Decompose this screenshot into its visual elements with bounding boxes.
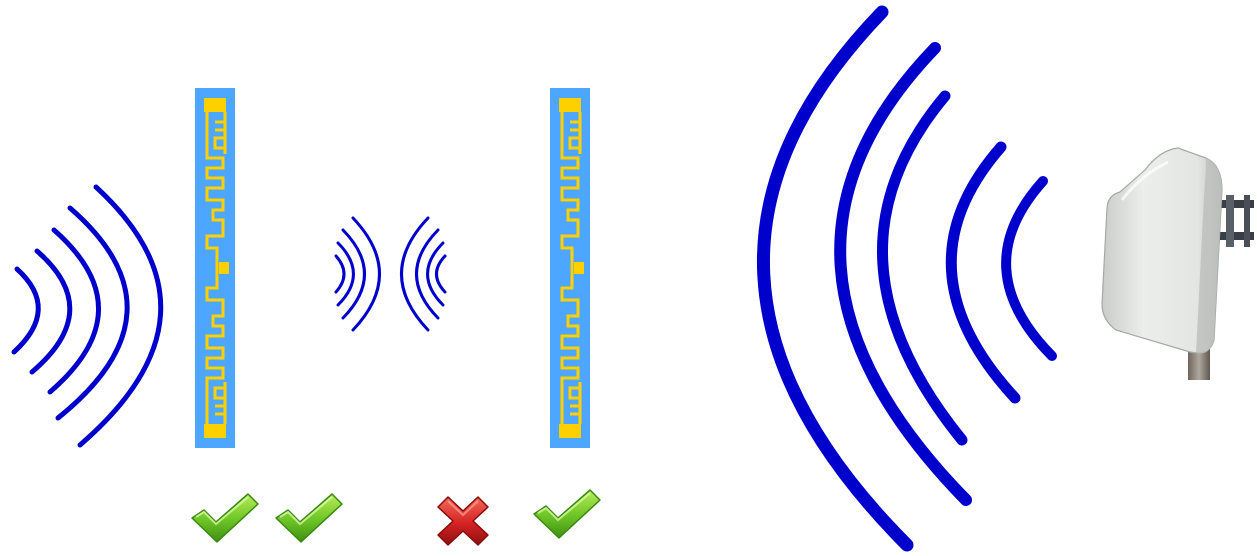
check-icon: [276, 494, 342, 542]
large-radio-waves-icon: [763, 12, 1052, 545]
cross-icon: [438, 497, 488, 545]
uhf-rfid-tag-right: [550, 88, 590, 448]
uhf-rfid-tag-left: [195, 88, 235, 448]
radio-waves-icon: [14, 187, 161, 445]
check-icon: [534, 490, 600, 538]
check-icon: [192, 494, 258, 542]
rfid-panel-antenna-icon: [1102, 148, 1254, 380]
colliding-waves-icon: [336, 218, 445, 330]
